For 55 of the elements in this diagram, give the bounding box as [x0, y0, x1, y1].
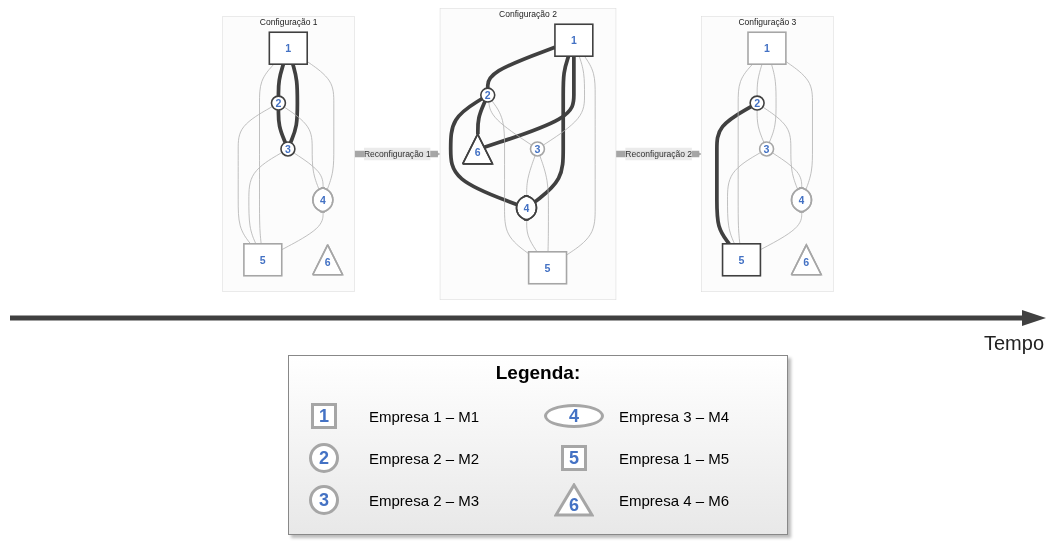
node-circle: 2	[480, 87, 496, 103]
legend-symbol: 4	[544, 404, 604, 428]
node-box: 5	[721, 243, 762, 277]
node-circle: 2	[749, 95, 765, 111]
node-box: 5	[243, 243, 283, 277]
legend-symbol: 1	[311, 403, 337, 429]
connector	[483, 56, 576, 149]
connector	[283, 106, 320, 191]
connector	[288, 63, 300, 144]
connector	[248, 152, 283, 245]
connector	[281, 211, 324, 251]
legend-text: Empresa 1 – M5	[619, 449, 730, 467]
connector	[785, 61, 813, 191]
connector	[475, 100, 487, 135]
connector	[237, 106, 273, 245]
legend-symbol: 6	[554, 483, 594, 517]
legend-text: Empresa 2 – M3	[369, 491, 480, 509]
connector	[715, 104, 752, 245]
connector	[306, 61, 335, 191]
connector	[756, 63, 763, 97]
legend-title: Legenda:	[494, 362, 582, 384]
legend-text: Empresa 3 – M4	[619, 407, 730, 425]
connector	[737, 63, 753, 245]
node-box: 5	[527, 251, 568, 285]
connector	[488, 101, 533, 146]
node-circle: 3	[758, 141, 775, 157]
connector	[756, 109, 765, 143]
connector	[259, 63, 275, 245]
legend-text: Empresa 4 – M6	[619, 491, 730, 509]
connector	[760, 211, 803, 251]
connector	[276, 110, 287, 144]
connector	[533, 55, 571, 204]
connector	[727, 152, 761, 245]
node-circle: 3	[529, 141, 546, 157]
node-box: 1	[268, 31, 309, 65]
edge-label: Reconfiguração 1	[363, 149, 431, 159]
connector	[276, 63, 286, 97]
axis-label: Tempo	[983, 332, 1044, 355]
legend-symbol: 2	[309, 443, 339, 473]
connector	[539, 155, 549, 253]
legend-text: Empresa 2 – M2	[369, 449, 480, 467]
connector	[526, 219, 538, 253]
edge-label: Reconfiguração 2	[625, 149, 693, 159]
legend-text: Empresa 1 – M1	[369, 407, 480, 425]
connector	[762, 106, 799, 191]
connector	[566, 55, 596, 256]
node-box: 1	[554, 23, 594, 57]
node-box: 1	[747, 31, 787, 65]
legend-symbol: 3	[309, 485, 339, 515]
connector	[768, 63, 777, 143]
node-circle: 2	[270, 95, 287, 111]
node-circle: 3	[280, 141, 296, 157]
connector	[448, 97, 518, 207]
connector	[542, 55, 585, 146]
legend-symbol: 5	[561, 445, 587, 471]
